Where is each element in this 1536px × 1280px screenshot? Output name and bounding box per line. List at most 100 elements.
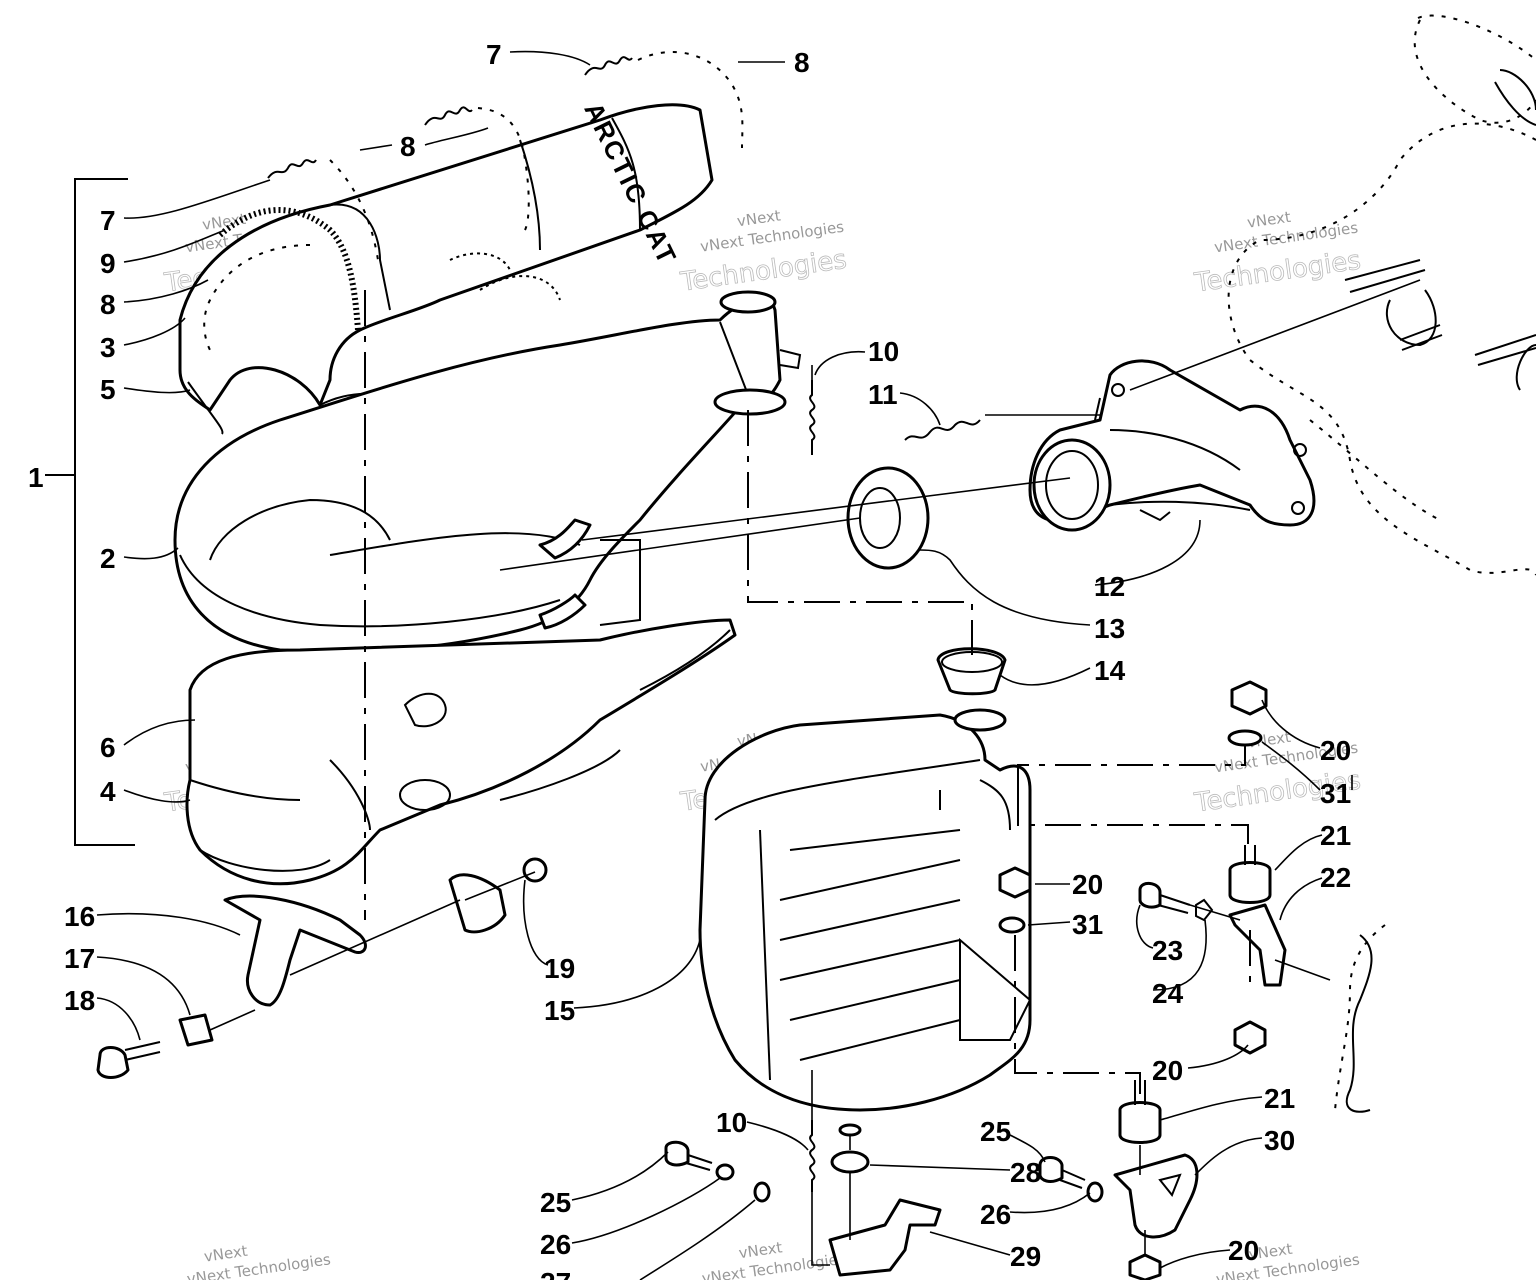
engine-studs-left	[1344, 259, 1443, 351]
callout-27: 27	[540, 1267, 571, 1280]
nut-20-bottom	[1128, 1253, 1162, 1280]
frame-bracket-outline	[1334, 924, 1386, 1113]
callout-24: 24	[1152, 978, 1184, 1009]
washer-27	[753, 1181, 771, 1203]
callout-10: 10	[868, 336, 899, 367]
callout-14: 14	[1094, 655, 1126, 686]
washer-26-left	[715, 1163, 735, 1181]
watermark-brand: vNext	[738, 1238, 784, 1262]
exhaust-manifold	[1028, 359, 1316, 532]
callout-20: 20	[1152, 1055, 1183, 1086]
seal-ring	[846, 466, 930, 570]
callout-28: 28	[1010, 1157, 1041, 1188]
bolt-23	[1138, 882, 1162, 909]
callout-17: 17	[64, 943, 95, 974]
callout-23: 23	[1152, 935, 1183, 966]
callout-1: 1	[28, 462, 44, 493]
watermark-top-center: vNext vNext Technologies Technologies	[678, 206, 849, 298]
callout-18: 18	[64, 985, 95, 1016]
spring-9	[218, 207, 361, 331]
callout-13: 13	[1094, 613, 1125, 644]
callout-26: 26	[980, 1199, 1011, 1230]
top-springs-chains	[203, 51, 744, 351]
springs-upper	[809, 380, 981, 455]
bolt-25-right	[1038, 1156, 1064, 1183]
nut-20-lower	[1233, 1020, 1267, 1055]
watermark-brand: vNext	[201, 210, 247, 234]
watermark-brand: vNext	[1246, 208, 1292, 232]
washer-26-right	[1086, 1181, 1104, 1203]
alignment-lines	[209, 279, 1421, 1266]
watermark-brand: vNext	[1248, 1240, 1294, 1264]
watermark-top-right: vNext vNext Technologies Technologies	[1192, 208, 1363, 299]
callout-21: 21	[1320, 820, 1351, 851]
callout-3: 3	[100, 332, 116, 363]
lower-silencer-mount	[664, 1120, 942, 1277]
grommet-28	[830, 1150, 870, 1174]
callout-labels: 7 8 8 7 9 8 3 5 1 2 6 4 10 11 12 13 14 1…	[28, 39, 1351, 1280]
callout-16: 16	[64, 901, 95, 932]
callout-15: 15	[544, 995, 575, 1026]
isolator-21-lower	[1118, 1101, 1162, 1144]
grommet	[936, 647, 1007, 696]
isolator-21-top	[1228, 861, 1272, 904]
right-mounts	[998, 680, 1287, 1280]
chain-8-mid	[477, 107, 530, 231]
lower-heat-shield	[185, 618, 737, 886]
nut-20-top	[1230, 680, 1268, 716]
callout-2: 2	[100, 543, 116, 574]
spring-7-mid	[424, 106, 473, 126]
bracket-30	[1113, 1153, 1199, 1239]
watermark-brand: vNext	[736, 206, 782, 230]
washer-31-mid	[998, 916, 1026, 934]
chain-8-lower	[203, 244, 311, 351]
silencer	[698, 708, 1032, 1112]
callout-11: 11	[868, 379, 898, 410]
callout-30: 30	[1264, 1125, 1295, 1156]
spring-11	[904, 419, 981, 441]
washer-31-top	[1227, 729, 1263, 747]
engine-outline	[1227, 14, 1536, 576]
callout-6: 6	[100, 732, 116, 763]
bracket-22	[1228, 903, 1287, 987]
washer-24	[1195, 898, 1214, 922]
leader-lines	[96, 50, 1353, 1280]
callout-25: 25	[540, 1187, 571, 1218]
callout-10: 10	[716, 1107, 747, 1138]
assembly-bracket	[45, 178, 135, 846]
spring-10-lower	[809, 1120, 816, 1192]
callout-20: 20	[1320, 735, 1351, 766]
callout-29: 29	[1010, 1241, 1041, 1272]
callout-19: 19	[544, 953, 575, 984]
watermark-brand: vNext	[203, 1242, 249, 1266]
chain-8-left	[329, 159, 379, 261]
callout-9: 9	[100, 248, 116, 279]
callout-5: 5	[100, 374, 116, 405]
spring-7-left	[267, 159, 317, 179]
callout-21: 21	[1264, 1083, 1295, 1114]
callout-7: 7	[100, 205, 116, 236]
callout-31: 31	[1320, 778, 1351, 809]
callout-8: 8	[400, 131, 416, 162]
callout-4: 4	[100, 776, 116, 807]
nut-20-mid	[998, 866, 1032, 899]
callout-26: 26	[540, 1229, 571, 1260]
callout-8: 8	[100, 289, 116, 320]
bracket-29	[828, 1198, 942, 1277]
callout-25: 25	[980, 1116, 1011, 1147]
spring-7-top	[584, 56, 633, 76]
watermark-bottom-center: vNext vNext Technologies	[701, 1238, 847, 1280]
watermark-bottom-left: vNext vNext Technologies	[186, 1242, 332, 1280]
bolt-25-left	[664, 1140, 690, 1167]
callout-20: 20	[1072, 869, 1103, 900]
callout-31: 31	[1072, 909, 1103, 940]
callout-20: 20	[1228, 1235, 1259, 1266]
lower-mount	[96, 857, 548, 1079]
callout-12: 12	[1094, 571, 1125, 602]
callout-7: 7	[486, 39, 502, 70]
callout-22: 22	[1320, 862, 1351, 893]
upper-heat-shield: ARCTIC CAT	[178, 97, 714, 435]
callout-8: 8	[794, 47, 810, 78]
engine-studs-right	[1474, 334, 1536, 391]
